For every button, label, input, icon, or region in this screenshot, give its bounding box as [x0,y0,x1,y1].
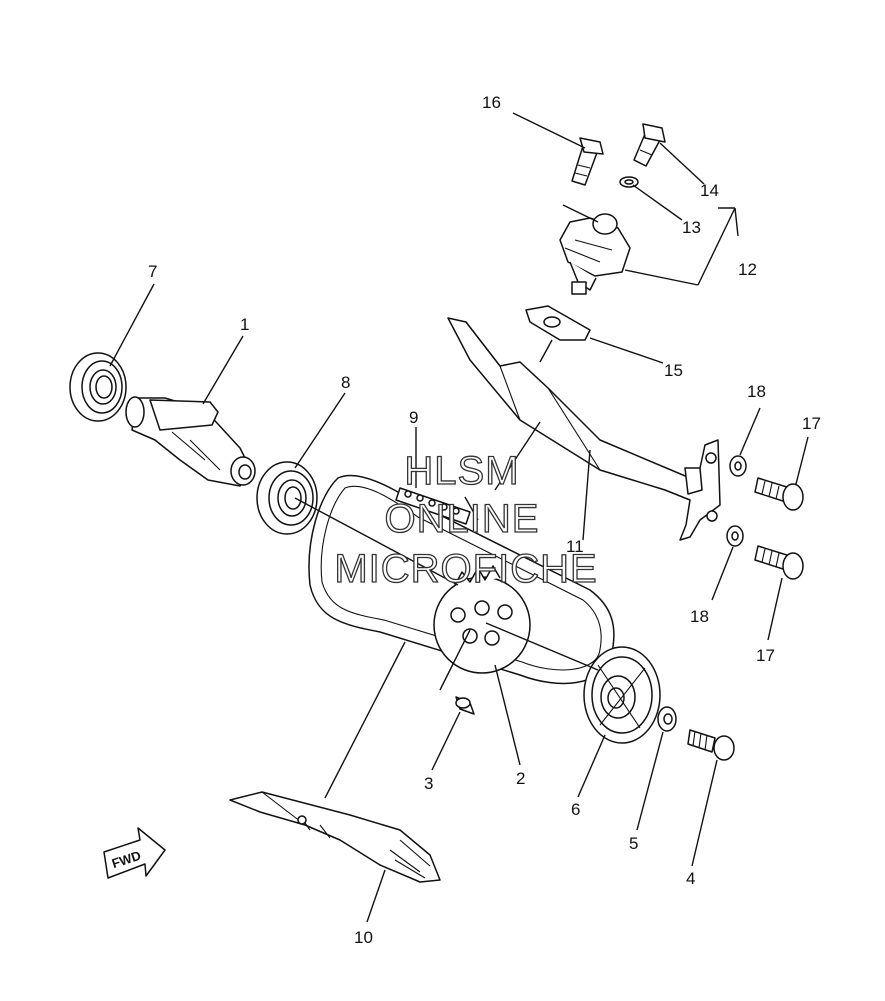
watermark-line-2: ONLINE [385,497,540,541]
callout-9: 9 [409,408,418,427]
watermark-line-1: HLSM [404,449,519,493]
bolt-17-upper [754,477,804,511]
callout-11: 11 [566,537,584,556]
callout-6: 6 [571,800,580,819]
callout-4: 4 [686,869,695,888]
chain-guide-10 [229,791,441,883]
callout-labels: 7 1 8 9 16 14 13 12 15 18 17 11 18 17 3 … [148,93,821,947]
callout-13: 13 [682,218,701,237]
callout-18-lower: 18 [690,607,709,626]
callout-14: 14 [700,181,719,200]
callout-17-lower: 17 [756,646,775,665]
washer-18-lower [726,525,744,547]
camshaft-1 [125,396,256,487]
dowel-pin-3 [455,696,475,715]
bearing-7 [69,352,127,422]
callout-12: 12 [738,260,757,279]
washer-18-upper [729,455,747,477]
leader-lines [109,112,809,923]
callout-10: 10 [354,928,373,947]
watermark-line-3: MICROFICHE [334,547,597,591]
callout-2: 2 [516,769,525,788]
callout-15: 15 [664,361,683,380]
bearing-8 [256,461,318,535]
callout-16: 16 [482,93,501,112]
callout-18-upper: 18 [747,382,766,401]
callout-7: 7 [148,262,157,281]
callout-1: 1 [240,315,249,334]
cam-sprocket-2 [433,565,531,674]
washer-5 [657,706,677,732]
gasket-15 [525,305,591,341]
bolt-4 [687,729,735,761]
callout-8: 8 [341,373,350,392]
chain-guide-11 [447,317,721,541]
watermark: HLSM ONLINE MICROFICHE [334,448,598,591]
rotor-plate-6 [583,646,661,744]
bolt-16 [571,137,604,186]
callout-17-upper: 17 [802,414,821,433]
callout-3: 3 [424,774,433,793]
chain-link-segment [395,487,471,525]
chain-tensioner-12 [559,213,631,295]
bolt-17-lower [754,545,804,580]
fwd-arrow-icon: FWD [103,827,166,879]
bolt-14 [633,123,666,167]
o-ring-13 [619,176,639,188]
callout-5: 5 [629,834,638,853]
